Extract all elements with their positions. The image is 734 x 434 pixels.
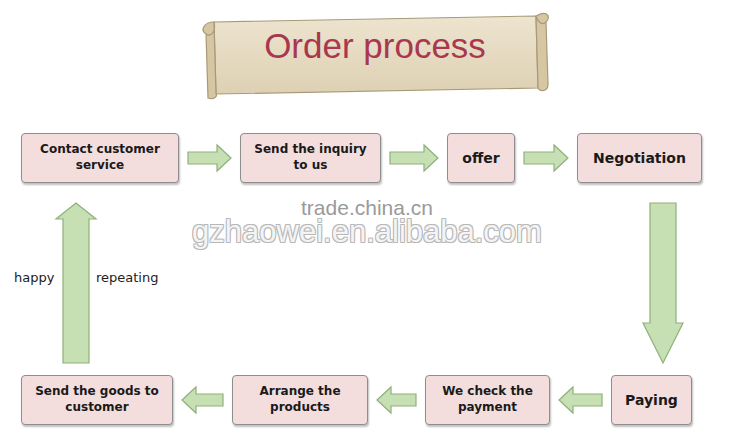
block-arrow [559,387,602,413]
block-arrow [524,145,568,171]
process-box: Arrange the products [232,375,368,425]
block-arrow [390,145,438,171]
watermark: gzhaowei.en.alibaba.com [0,214,734,250]
loop-note: happy [14,270,54,285]
box-text: Contact customer service [30,142,170,173]
process-box: Contact customer service [21,133,179,183]
process-box: Paying [611,375,692,425]
process-box: Negotiation [577,133,702,183]
box-text: Send the inquiry to us [249,142,372,173]
process-box: offer [447,133,515,183]
process-box: We check the payment [425,375,550,425]
block-arrow [643,203,683,363]
loop-note: repeating [96,270,158,285]
block-arrow [56,203,96,363]
box-text: Arrange the products [241,384,359,415]
block-arrow [188,145,231,171]
box-text: We check the payment [434,384,541,415]
box-text: Send the goods to customer [30,384,164,415]
box-text: Negotiation [593,149,686,167]
block-arrow [182,387,223,413]
block-arrow [377,387,416,413]
process-box: Send the goods to customer [21,375,173,425]
process-box: Send the inquiry to us [240,133,381,183]
box-text: offer [462,149,499,167]
title-text: Order process [215,26,535,66]
box-text: Paying [625,391,678,409]
